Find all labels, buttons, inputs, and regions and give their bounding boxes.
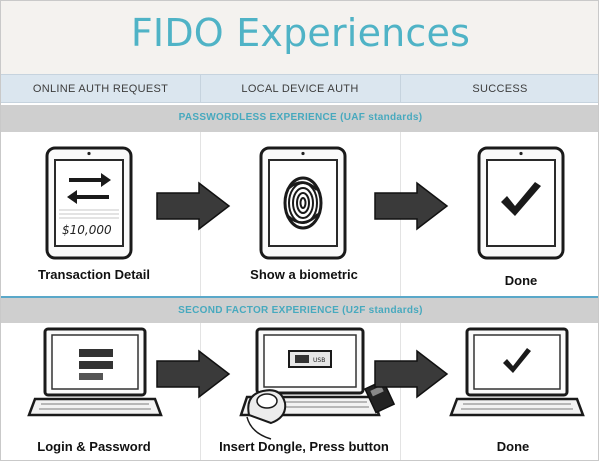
caption-done-second: Done	[496, 439, 530, 454]
usb-dongle-icon: USB	[288, 350, 332, 368]
fingerprint-icon	[283, 176, 323, 230]
usb-dongle-icon	[364, 379, 396, 414]
caption-done: Done	[504, 273, 538, 288]
caption-show-biometric: Show a biometric	[250, 267, 358, 282]
caption-transaction-detail: Transaction Detail	[38, 267, 150, 282]
section-label-second-factor: SECOND FACTOR EXPERIENCE (U2F standards)	[178, 305, 423, 316]
section-band-second-factor: SECOND FACTOR EXPERIENCE (U2F standards)	[1, 296, 598, 323]
arrow-right-icon	[156, 181, 231, 231]
laptop-icon	[27, 327, 163, 417]
title-band: FIDO Experiences	[1, 1, 598, 74]
column-header-online-auth: ONLINE AUTH REQUEST	[32, 83, 169, 95]
tablet-transaction-icon: $10,000	[45, 146, 133, 260]
swap-arrows-icon	[67, 173, 111, 204]
transaction-amount: $10,000	[62, 223, 112, 237]
arrow-right-icon	[156, 349, 231, 399]
column-separator	[400, 74, 401, 103]
tablet-success-icon	[477, 146, 565, 260]
tablet-biometric-icon	[259, 146, 347, 260]
laptop-dongle-icon: USB	[239, 327, 396, 440]
laptop-success-icon	[449, 327, 585, 417]
thumb-icon	[246, 389, 287, 440]
section-divider	[400, 323, 401, 460]
caption-insert-dongle: Insert Dongle, Press button	[219, 439, 389, 454]
section-band-passwordless: PASSWORDLESS EXPERIENCE (UAF standards)	[1, 105, 598, 132]
page-title: FIDO Experiences	[130, 11, 471, 55]
caption-login-password: Login & Password	[37, 439, 151, 454]
checkmark-icon	[501, 182, 541, 216]
dongle-label: USB	[313, 357, 325, 364]
arrow-right-icon	[374, 349, 449, 399]
laptop-login-icon	[27, 327, 163, 417]
column-header-success: SUCCESS	[472, 83, 528, 95]
laptop-icon	[449, 327, 585, 417]
checkmark-icon	[503, 348, 531, 373]
column-header-local-auth: LOCAL DEVICE AUTH	[241, 83, 359, 95]
column-separator	[200, 74, 201, 103]
section-label-passwordless: PASSWORDLESS EXPERIENCE (UAF standards)	[178, 112, 423, 123]
column-header-row: ONLINE AUTH REQUEST LOCAL DEVICE AUTH SU…	[1, 74, 598, 103]
arrow-right-icon	[374, 181, 449, 231]
